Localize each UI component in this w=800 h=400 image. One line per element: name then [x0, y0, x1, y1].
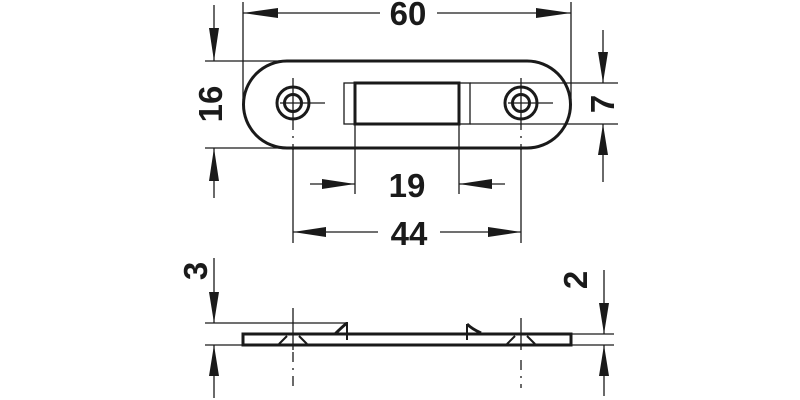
dimension-overall-length: 60 [242, 0, 572, 100]
dim-label-60: 60 [390, 0, 427, 32]
dimension-overall-width: 16 [192, 5, 287, 198]
countersink-left [278, 308, 308, 388]
screw-hole-right-icon [503, 78, 553, 150]
dimension-hole-spacing: 44 [292, 148, 522, 252]
countersink-right [506, 318, 536, 388]
plate-side-outline [241, 332, 573, 347]
dim-label-19: 19 [389, 167, 426, 204]
tab-right [465, 322, 482, 340]
slot-inner-outline [353, 81, 461, 126]
top-view: 60 16 7 19 [192, 0, 621, 252]
tab-left [333, 321, 348, 340]
dim-label-2: 2 [557, 271, 594, 289]
dimension-slot-height: 7 [584, 30, 621, 182]
side-view: 3 2 [177, 258, 614, 398]
dim-label-3: 3 [177, 262, 214, 280]
dim-label-7: 7 [584, 95, 621, 113]
screw-hole-left-icon [275, 78, 325, 150]
slot-outer-outline [343, 82, 471, 125]
dim-label-44: 44 [391, 215, 428, 252]
dim-label-16: 16 [192, 86, 229, 123]
dimension-slot-length: 19 [310, 124, 505, 204]
dimension-overall-height: 3 [177, 258, 219, 398]
dimension-plate-thickness: 2 [557, 270, 614, 396]
plate-outline [242, 59, 572, 150]
